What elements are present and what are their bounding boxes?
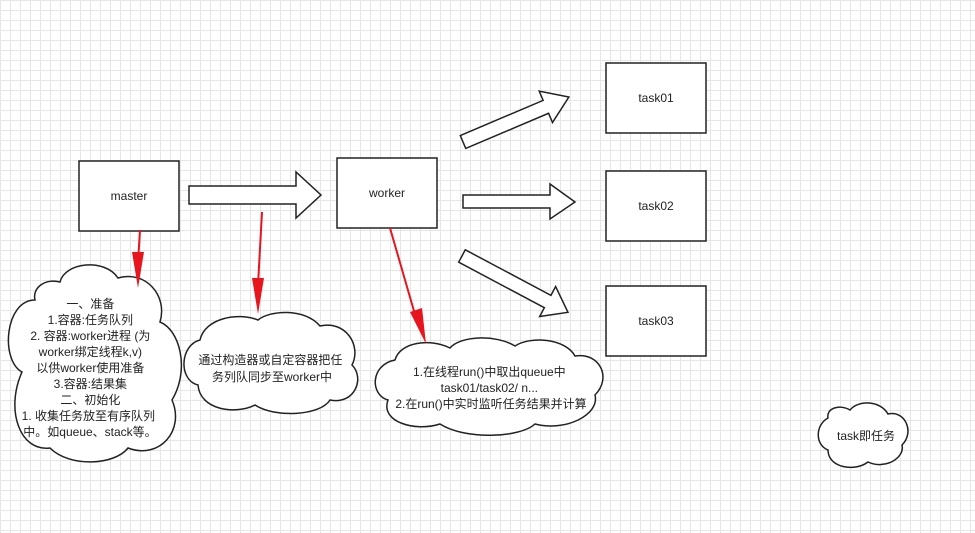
sync-cloud-text: 通过构造器或自定容器把任 务列队同步至worker中 <box>198 352 345 384</box>
worker-node: worker <box>336 157 438 229</box>
run-line: 1.在线程run()中取出queue中 <box>413 364 566 379</box>
master-node: master <box>78 160 180 232</box>
task01-label: task01 <box>638 91 674 105</box>
worker-to-task02-arrow <box>462 182 577 221</box>
prepare-line: 二、初始化 <box>60 393 120 407</box>
prepare-line: 中。如queue、stack等。 <box>23 424 156 439</box>
prepare-cloud-text: 一、准备 1.容器:任务队列 2. 容器:worker进程 (为 worker绑… <box>22 297 159 439</box>
worker-to-task01-arrow <box>459 90 571 150</box>
run-cloud <box>374 337 604 436</box>
red-arrow-sync <box>252 211 264 314</box>
worker-to-task03-arrow <box>457 248 570 318</box>
task02-node: task02 <box>605 170 707 242</box>
prepare-line: 以供worker使用准备 <box>36 360 144 375</box>
prepare-line: 3.容器:结果集 <box>54 376 127 391</box>
master-to-worker-arrow <box>188 170 323 220</box>
task01-node: task01 <box>605 62 707 134</box>
prepare-line: worker绑定线程k,v) <box>38 344 142 359</box>
prepare-line: 2. 容器:worker进程 (为 <box>30 328 150 343</box>
task03-node: task03 <box>605 285 707 357</box>
task-note-cloud <box>817 402 909 469</box>
prepare-cloud <box>7 264 183 463</box>
sync-line: 通过构造器或自定容器把任 <box>198 352 342 367</box>
prepare-line: 一、准备 <box>66 297 114 311</box>
task03-label: task03 <box>638 314 674 328</box>
prepare-line: 1.容器:任务队列 <box>48 312 133 327</box>
sync-cloud <box>183 311 359 415</box>
task-note-text: task即任务 <box>837 428 895 443</box>
red-arrow-worker <box>389 227 426 344</box>
run-line: 2.在run()中实时监听任务结果并计算 <box>395 396 586 411</box>
red-arrow-master <box>132 229 144 288</box>
prepare-line: 1. 收集任务放至有序队列 <box>22 408 155 423</box>
run-cloud-text: 1.在线程run()中取出queue中 task01/task02/ n... … <box>395 364 586 411</box>
run-line: task01/task02/ n... <box>441 381 538 395</box>
sync-line: 务列队同步至worker中 <box>212 369 332 384</box>
worker-label: worker <box>368 186 405 200</box>
master-label: master <box>111 189 148 203</box>
task02-label: task02 <box>638 199 674 213</box>
